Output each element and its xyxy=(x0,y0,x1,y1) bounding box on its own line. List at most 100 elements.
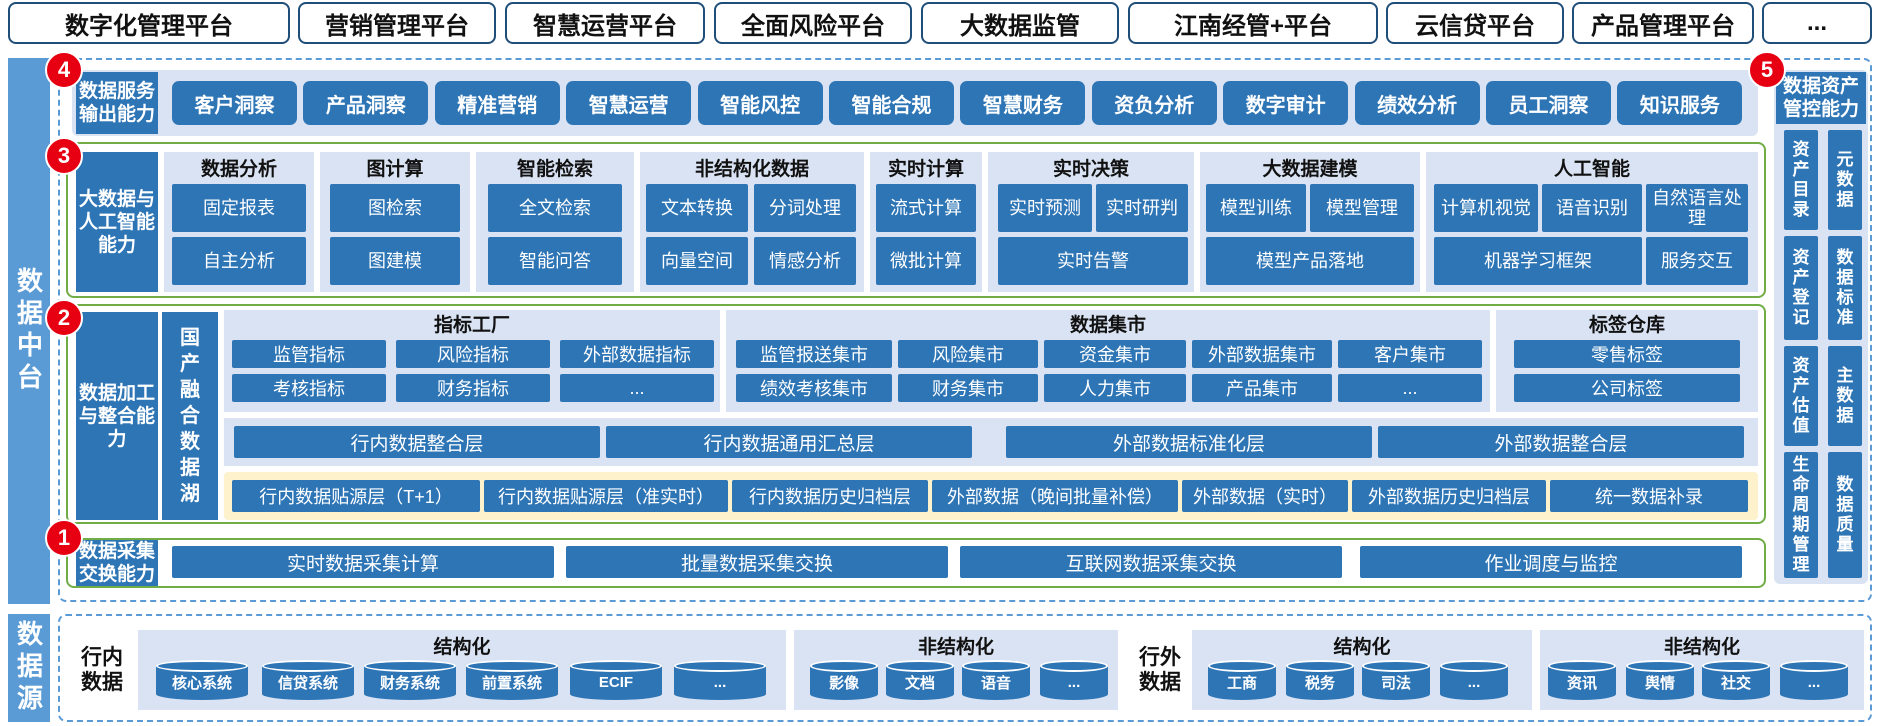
external-unstructured-title: 非结构化 xyxy=(1663,636,1740,658)
platform-box: 产品管理平台 xyxy=(1572,2,1754,44)
cylinder-label: 财务系统 xyxy=(379,674,440,692)
service-button: 智慧运营 xyxy=(566,81,692,125)
data-mart-item: 外部数据集市 xyxy=(1192,340,1332,368)
cylinder-label: ... xyxy=(1067,673,1081,691)
integration-layer-item: 行内数据通用汇总层 xyxy=(606,426,972,458)
service-button: 精准营销 xyxy=(434,81,560,125)
integration-layer-item: 外部数据整合层 xyxy=(1378,426,1744,458)
capability-item: 微批计算 xyxy=(876,237,976,285)
platform-box: 江南经管+平台 xyxy=(1128,2,1378,44)
source-system-cylinder: 资讯 xyxy=(1548,660,1616,700)
integration-layer-item: 行内数据整合层 xyxy=(234,426,600,458)
source-system-cylinder: 前置系统 xyxy=(466,660,558,700)
capability-group-title: 大数据建模 xyxy=(1262,158,1358,180)
layer2-label: 数据加工与整合能力 xyxy=(76,312,158,520)
capability-item: 情感分析 xyxy=(754,237,856,285)
layer5-label: 数据资产管控能力 xyxy=(1776,72,1866,124)
capability-item: 实时预测 xyxy=(998,184,1092,232)
internal-structured-title: 结构化 xyxy=(433,636,491,658)
asset-item: 生命周期管理 xyxy=(1784,452,1818,578)
external-structured-title: 结构化 xyxy=(1333,636,1391,658)
cylinder-label: 影像 xyxy=(828,674,859,692)
source-system-cylinder: 影像 xyxy=(810,660,878,700)
source-system-cylinder: 财务系统 xyxy=(364,660,456,700)
badge-2: 2 xyxy=(45,299,83,337)
badge-5: 5 xyxy=(1748,51,1786,89)
source-system-cylinder: 信贷系统 xyxy=(262,660,354,700)
source-system-cylinder: ... xyxy=(674,660,766,700)
capability-group-title: 实时决策 xyxy=(1052,158,1129,180)
capability-item: 语音识别 xyxy=(1542,184,1642,232)
cylinder-label: 资讯 xyxy=(1566,674,1597,692)
capability-item: 实时研判 xyxy=(1096,184,1188,232)
acquisition-item: 作业调度与监控 xyxy=(1360,546,1742,578)
source-system-cylinder: 语音 xyxy=(962,660,1030,700)
data-mart-item: 财务集市 xyxy=(898,374,1038,402)
indicator-item: 风险指标 xyxy=(396,340,550,368)
cylinder-label: ... xyxy=(1467,673,1481,691)
source-layer-item: 统一数据补录 xyxy=(1550,480,1748,512)
source-system-cylinder: 文档 xyxy=(886,660,954,700)
badge-4: 4 xyxy=(45,51,83,89)
cylinder-label: 工商 xyxy=(1226,674,1257,692)
capability-item: 分词处理 xyxy=(754,184,856,232)
service-button: 产品洞察 xyxy=(303,81,429,125)
capability-item: 计算机视觉 xyxy=(1434,184,1538,232)
cylinder-label: ... xyxy=(713,673,727,691)
source-layer-item: 行内数据贴源层（T+1） xyxy=(232,480,480,512)
capability-item: 模型产品落地 xyxy=(1206,237,1414,285)
service-button: 员工洞察 xyxy=(1486,81,1611,125)
data-mart-item: 风险集市 xyxy=(898,340,1038,368)
data-mart-item: 资金集市 xyxy=(1044,340,1186,368)
service-button: 智能合规 xyxy=(829,81,954,125)
layer4-label: 数据服务输出能力 xyxy=(76,72,158,134)
source-layer-item: 外部数据（实时） xyxy=(1182,480,1348,512)
service-button: 绩效分析 xyxy=(1354,81,1480,125)
capability-group-title: 非结构化数据 xyxy=(694,158,809,180)
data-lake-label: 国产融合数据湖 xyxy=(162,312,218,520)
data-source-label: 数据源 xyxy=(8,614,50,722)
source-system-cylinder: 核心系统 xyxy=(156,660,248,700)
platform-box: 大数据监管 xyxy=(921,2,1119,44)
capability-item: 自然语言处理 xyxy=(1646,184,1748,232)
asset-item: 元数据 xyxy=(1828,130,1862,230)
source-system-cylinder: 工商 xyxy=(1208,660,1276,700)
layer3-label: 大数据与人工智能能力 xyxy=(76,152,158,292)
asset-item: 数据标准 xyxy=(1828,236,1862,340)
capability-item: 向量空间 xyxy=(646,237,748,285)
acquisition-item: 实时数据采集计算 xyxy=(172,546,554,578)
cylinder-label: 前置系统 xyxy=(481,674,542,692)
capability-item: 模型训练 xyxy=(1206,184,1306,232)
asset-item: 资产登记 xyxy=(1784,236,1818,340)
external-data-label: 行外数据 xyxy=(1139,646,1181,694)
source-system-cylinder: ... xyxy=(1780,660,1848,700)
data-mart-item: 产品集市 xyxy=(1192,374,1332,402)
source-system-cylinder: ... xyxy=(1040,660,1108,700)
indicator-item: ... xyxy=(560,374,714,402)
acquisition-item: 互联网数据采集交换 xyxy=(960,546,1342,578)
platform-box: 全面风险平台 xyxy=(714,2,912,44)
cylinder-label: 文档 xyxy=(904,674,935,692)
cylinder-label: ... xyxy=(1807,673,1821,691)
cylinder-label: ECIF xyxy=(598,673,634,691)
platform-box: 营销管理平台 xyxy=(298,2,496,44)
source-layer-item: 外部数据（晚间批量补偿） xyxy=(932,480,1178,512)
asset-item: 资产估值 xyxy=(1784,346,1818,446)
cylinder-label: 税务 xyxy=(1304,674,1335,692)
layer1-label: 数据采集交换能力 xyxy=(76,540,158,586)
data-mart-item: 客户集市 xyxy=(1338,340,1482,368)
tag-item: 公司标签 xyxy=(1514,374,1740,402)
service-button: 知识服务 xyxy=(1617,81,1743,125)
cylinder-label: 信贷系统 xyxy=(277,674,338,692)
asset-item: 主数据 xyxy=(1828,346,1862,446)
indicator-item: 考核指标 xyxy=(232,374,386,402)
integration-layer-item: 外部数据标准化层 xyxy=(1006,426,1372,458)
source-system-cylinder: ... xyxy=(1440,660,1508,700)
platform-box: 云信贷平台 xyxy=(1386,2,1564,44)
cylinder-label: 社交 xyxy=(1720,674,1751,692)
data-mart-item: 监管报送集市 xyxy=(736,340,892,368)
tag-item: 零售标签 xyxy=(1514,340,1740,368)
service-button: 客户洞察 xyxy=(172,81,297,125)
capability-item: 自主分析 xyxy=(172,237,306,285)
platform-box: ... xyxy=(1762,2,1872,44)
